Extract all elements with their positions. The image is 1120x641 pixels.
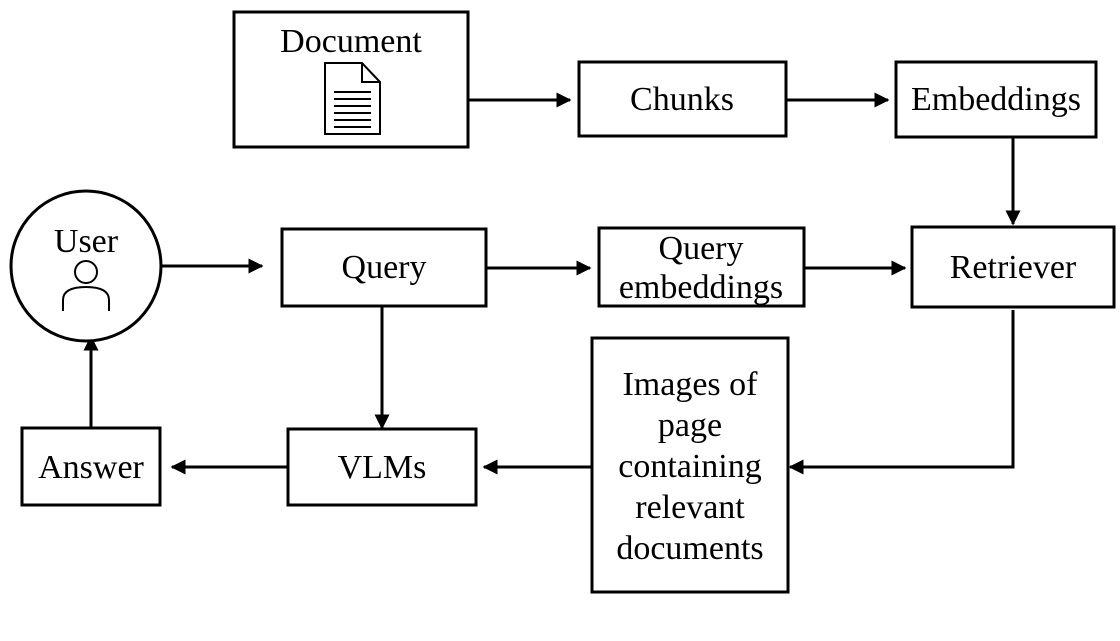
node-retriever: Retriever <box>910 225 1116 309</box>
edges <box>83 92 1021 475</box>
node-answer: Answer <box>20 426 162 507</box>
query-embeddings-label-line1: Query <box>659 230 744 267</box>
node-vlms: VLMs <box>286 427 478 507</box>
document-label: Document <box>280 23 422 60</box>
node-images: Images of page containing relevant docum… <box>590 336 790 594</box>
vlms-label: VLMs <box>338 449 427 486</box>
images-label-line4: relevant <box>635 489 745 526</box>
query-label: Query <box>342 249 427 286</box>
user-label: User <box>54 223 119 260</box>
node-document: Document <box>232 10 470 149</box>
edge-retriever-images <box>788 310 1015 475</box>
node-embeddings: Embeddings <box>894 60 1098 139</box>
document-icon <box>324 62 381 135</box>
images-label-line1: Images of <box>622 366 758 403</box>
node-user: User <box>9 189 163 343</box>
node-query-embeddings: Query embeddings <box>597 226 806 308</box>
node-chunks: Chunks <box>577 60 788 138</box>
images-label-line5: documents <box>616 530 763 567</box>
images-label-line2: page <box>658 407 722 444</box>
embeddings-label: Embeddings <box>911 81 1081 118</box>
query-embeddings-label-line2: embeddings <box>619 269 783 306</box>
answer-label: Answer <box>38 449 144 486</box>
retriever-label: Retriever <box>950 249 1077 286</box>
images-label-line3: containing <box>618 448 762 485</box>
node-query: Query <box>280 227 488 308</box>
user-icon <box>62 260 110 311</box>
chunks-label: Chunks <box>630 81 734 118</box>
